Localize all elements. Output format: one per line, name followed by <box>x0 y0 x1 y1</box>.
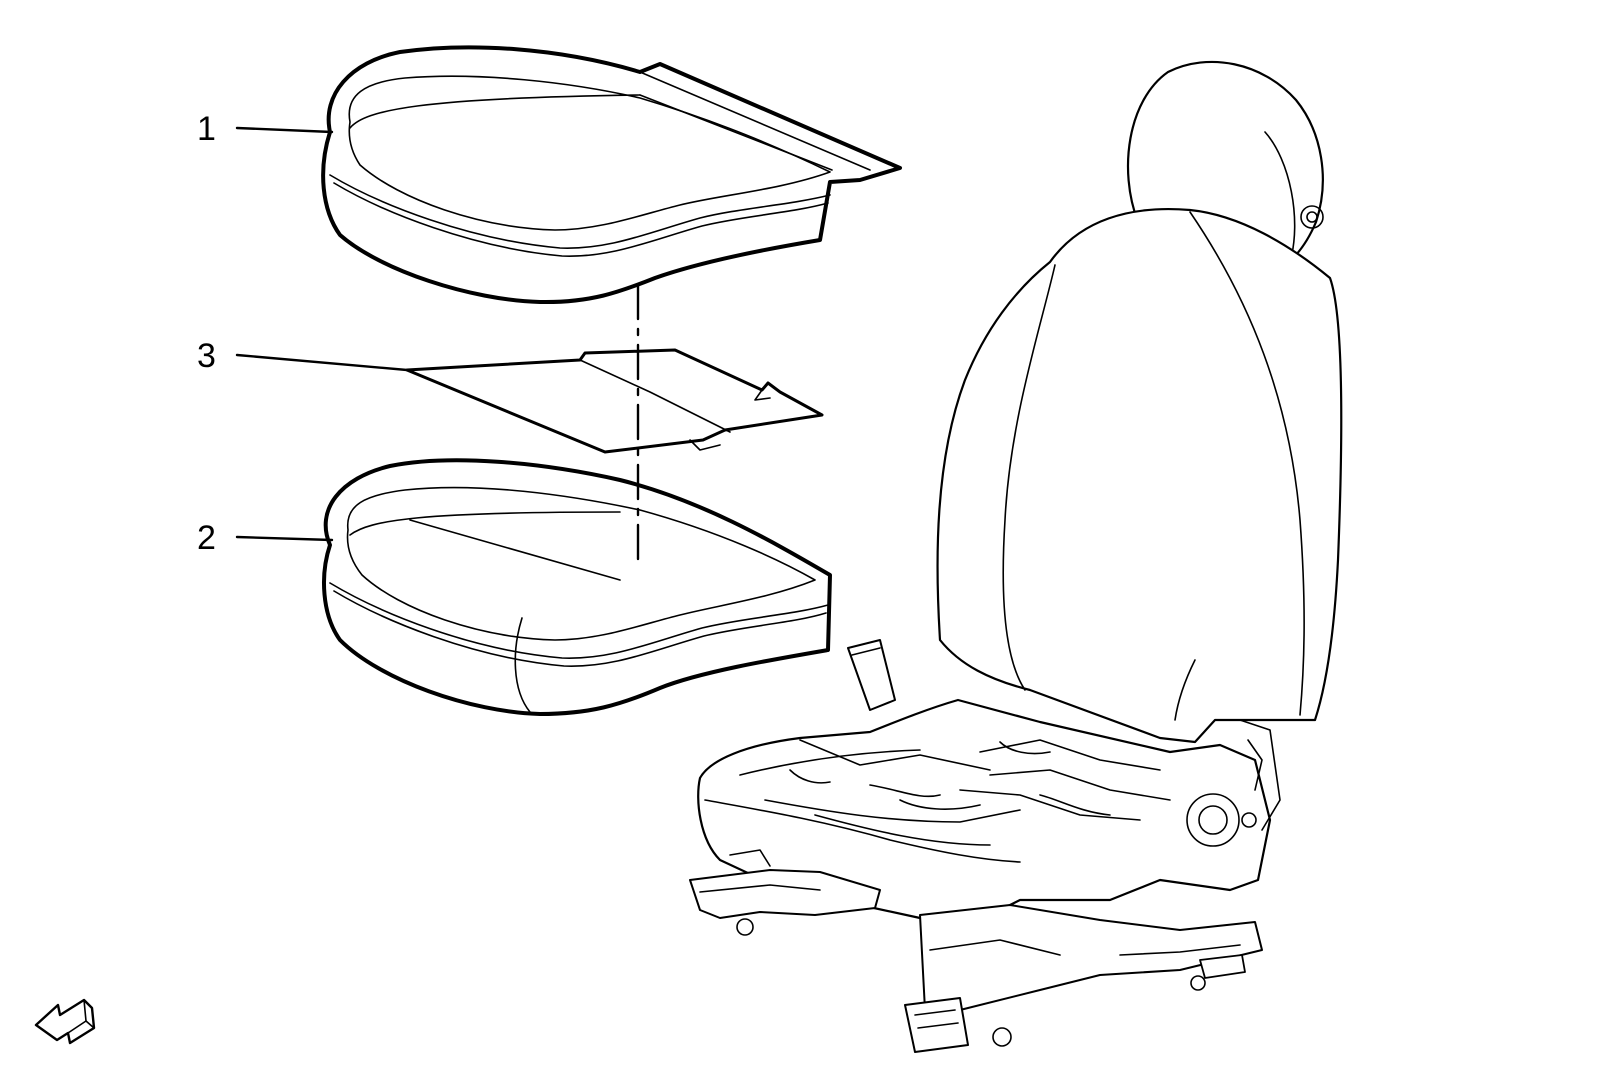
seatback <box>936 208 1343 744</box>
callout-3: 3 <box>197 337 216 375</box>
seat-assembly <box>689 60 1343 1053</box>
callout-leaders <box>235 126 409 542</box>
callout-2: 2 <box>197 519 216 557</box>
callout-1: 1 <box>197 110 216 148</box>
seat-cushion-cover <box>321 45 902 305</box>
seat-adjuster-right <box>919 904 1263 1011</box>
seat-adjuster-left <box>689 869 881 919</box>
front-direction-arrow-icon <box>34 998 96 1045</box>
seat-heater-pad <box>405 348 824 454</box>
seat-belt-buckle <box>847 639 896 711</box>
seat-frame <box>697 698 1272 922</box>
seat-cushion-pad <box>322 458 832 716</box>
